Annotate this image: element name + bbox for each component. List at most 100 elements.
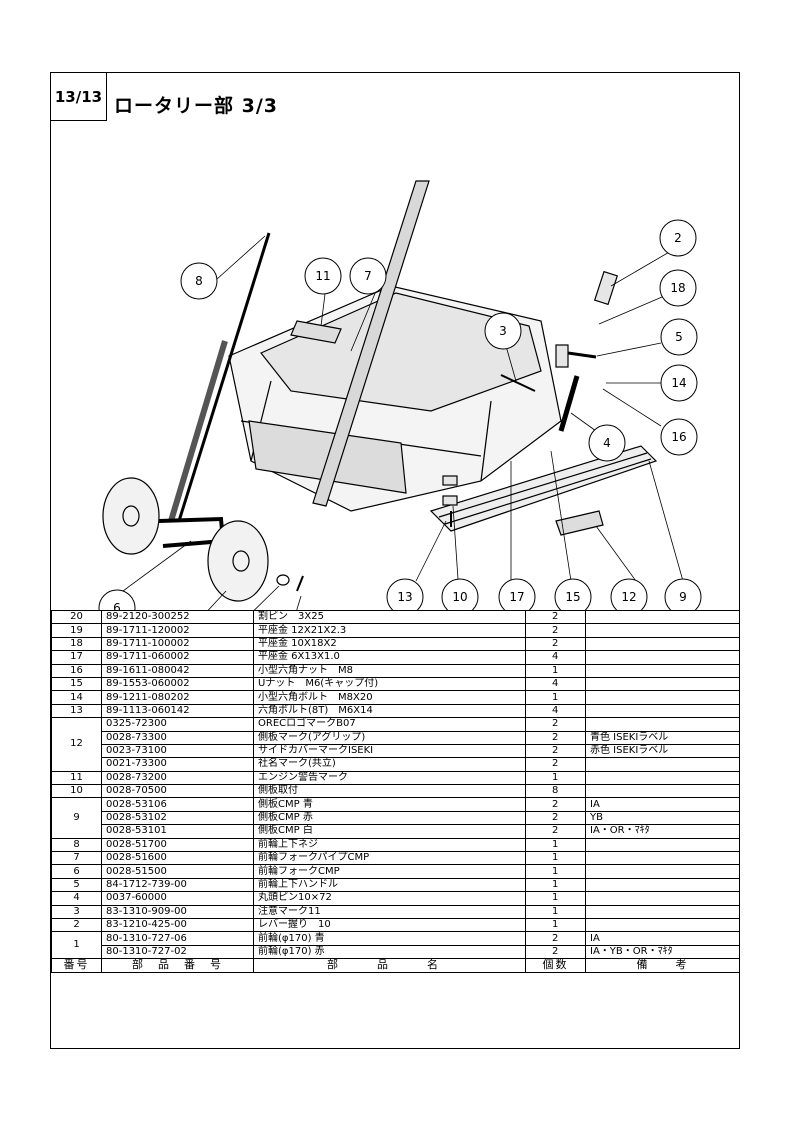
split-pin-20 — [296, 575, 304, 592]
cell-quantity: 1 — [525, 770, 586, 786]
header-quantity: 個数 — [525, 958, 586, 973]
header-part-code: 部 品 番 号 — [101, 958, 254, 973]
cell-remarks — [585, 690, 740, 705]
cell-quantity: 2 — [525, 743, 586, 759]
cell-quantity: 1 — [525, 690, 586, 705]
cell-number: 2 — [51, 917, 102, 933]
cell-part-name: サイドカバーマークISEKI — [253, 743, 526, 759]
cell-part-code: 0028-51700 — [101, 837, 254, 853]
raise-handle — [555, 344, 569, 368]
cell-part-name: 側板CMP 赤 — [253, 810, 526, 826]
cell-part-code: 0028-53106 — [101, 797, 254, 812]
cell-quantity: 1 — [525, 663, 586, 678]
cell-remarks — [585, 650, 740, 665]
engine-warning-label — [290, 320, 342, 344]
cell-number: 11 — [51, 770, 102, 786]
svg-text:6: 6 — [113, 601, 121, 610]
washer-19 — [276, 574, 290, 586]
cell-part-name: 平座金 10X18X2 — [253, 636, 526, 652]
cell-part-code: 89-1711-100002 — [101, 636, 254, 652]
header-number: 番号 — [51, 958, 102, 973]
svg-text:5: 5 — [675, 330, 683, 344]
cell-part-code: 0028-70500 — [101, 784, 254, 799]
cell-remarks — [585, 917, 740, 933]
cell-remarks — [585, 609, 740, 625]
cell-part-code: 0028-73300 — [101, 730, 254, 745]
cell-number: 8 — [51, 837, 102, 853]
cell-quantity: 1 — [525, 837, 586, 853]
cell-part-name: 前輪(φ170) 青 — [253, 931, 526, 946]
cell-number: 6 — [51, 864, 102, 879]
cell-part-name: 前輪上下ネジ — [253, 837, 526, 853]
header-part-name: 部 品 名 — [253, 958, 526, 973]
cell-part-name: 側板CMP 青 — [253, 797, 526, 812]
fork-pipe — [312, 180, 430, 507]
cell-part-code: 0325-72300 — [101, 717, 254, 732]
side-label — [555, 510, 604, 536]
side-plate-mount — [442, 475, 458, 486]
callout-12: 12 — [610, 578, 648, 610]
housing-top-plate — [260, 292, 542, 412]
svg-text:7: 7 — [364, 269, 372, 283]
cell-remarks: IA — [585, 797, 740, 812]
svg-text:11: 11 — [315, 269, 330, 283]
callout-13: 13 — [386, 578, 424, 610]
cell-number: 9 — [51, 797, 102, 839]
cell-remarks: IA — [585, 931, 740, 946]
cell-part-name: Uナット M6(キャップ付) — [253, 676, 526, 692]
cell-remarks — [585, 757, 740, 772]
cell-part-code: 0023-73100 — [101, 743, 254, 759]
cell-part-name: 前輪(φ170) 赤 — [253, 944, 526, 960]
cell-remarks: IA・OR・ﾏｷﾀ — [585, 824, 740, 839]
cell-quantity: 2 — [525, 810, 586, 826]
cell-remarks — [585, 877, 740, 893]
cell-remarks — [585, 851, 740, 866]
cell-part-code: 89-1113-060142 — [101, 703, 254, 719]
caution-label — [500, 374, 536, 392]
callout-5: 5 — [660, 318, 698, 356]
cell-part-code: 80-1310-727-06 — [101, 931, 254, 946]
callout-6: 6 — [98, 589, 136, 610]
screw-rod — [177, 232, 271, 522]
cell-quantity: 2 — [525, 730, 586, 745]
cell-part-code: 0028-53101 — [101, 824, 254, 839]
round-head-pin — [558, 375, 580, 432]
cell-remarks: YB — [585, 810, 740, 826]
cell-remarks — [585, 904, 740, 919]
cell-part-code: 83-1310-909-00 — [101, 904, 254, 919]
callout-11: 11 — [304, 257, 342, 295]
cell-remarks — [585, 663, 740, 678]
page-number: 13/13 — [51, 73, 107, 121]
svg-text:18: 18 — [670, 281, 685, 295]
callout-9: 9 — [664, 578, 702, 610]
callout-15: 15 — [554, 578, 592, 610]
cell-number: 13 — [51, 703, 102, 719]
callout-17: 17 — [498, 578, 536, 610]
cell-part-name: 小型六角ナット M8 — [253, 663, 526, 678]
leader-lines — [122, 235, 684, 610]
cell-remarks — [585, 891, 740, 906]
parts-sheet-frame: 13/13 ロータリー部 3/3 — [50, 72, 740, 1049]
cell-part-code: 89-1711-060002 — [101, 650, 254, 665]
cell-part-name: 前輪フォークCMP — [253, 864, 526, 879]
cell-part-name: 小型六角ボルト M8X20 — [253, 690, 526, 705]
cell-number: 15 — [51, 676, 102, 692]
cell-quantity: 4 — [525, 676, 586, 692]
cell-quantity: 2 — [525, 757, 586, 772]
cell-remarks: IA・YB・OR・ﾏｷﾀ — [585, 944, 740, 960]
cell-part-name: 側板CMP 白 — [253, 824, 526, 839]
cell-number: 19 — [51, 623, 102, 638]
